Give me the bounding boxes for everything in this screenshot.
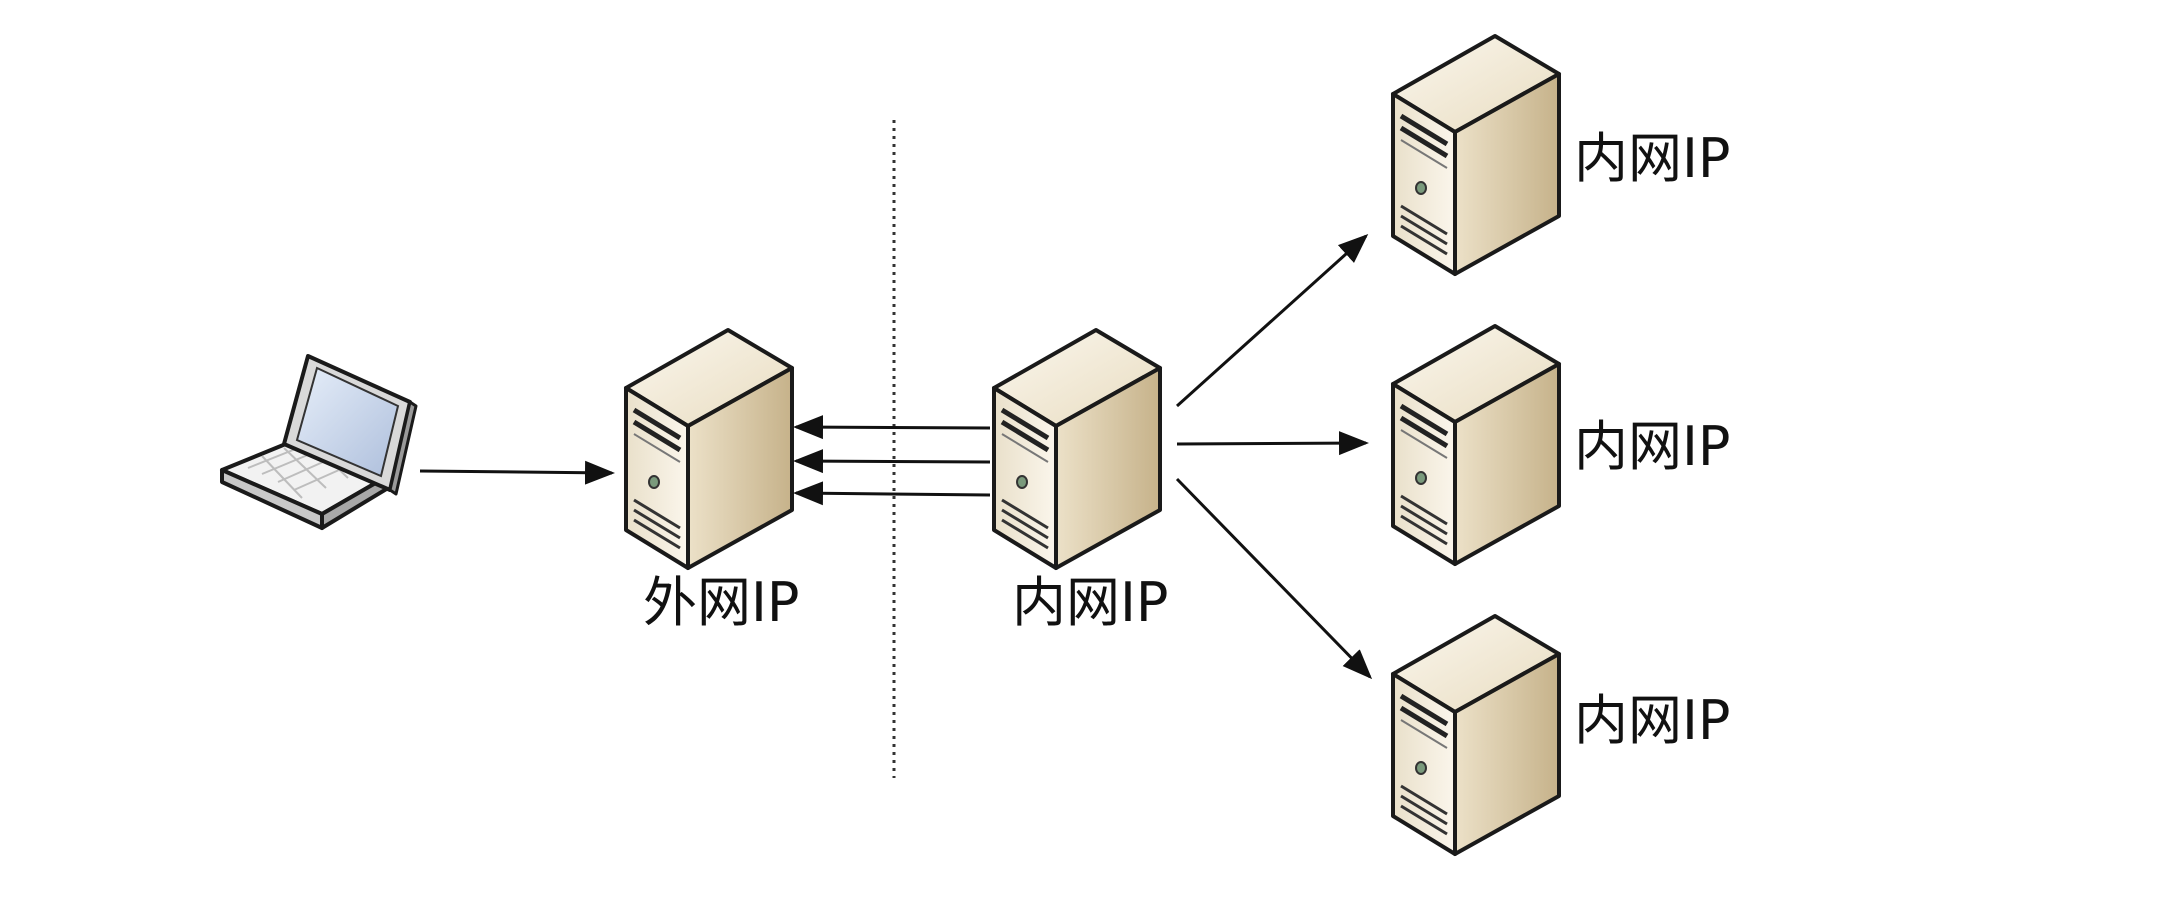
backend-server-1-icon xyxy=(1391,34,1561,276)
laptop-to-gateway-arrow xyxy=(419,460,615,485)
gateway-server-label: 外网IP xyxy=(643,571,800,634)
internal-server-label: 内网IP xyxy=(1012,571,1169,634)
backend-server-1-label: 内网IP xyxy=(1574,127,1731,190)
backend-server-3-label: 内网IP xyxy=(1574,689,1731,752)
gateway-server-icon xyxy=(624,328,794,570)
backend-server-3-icon xyxy=(1391,614,1561,856)
internal-to-backends-arrows xyxy=(1175,233,1373,680)
laptop-icon xyxy=(220,354,418,530)
backend-server-2-icon xyxy=(1391,324,1561,566)
internal-to-gateway-arrows xyxy=(793,415,991,506)
backend-server-2-label: 内网IP xyxy=(1574,415,1731,478)
internal-server-icon xyxy=(992,328,1162,570)
